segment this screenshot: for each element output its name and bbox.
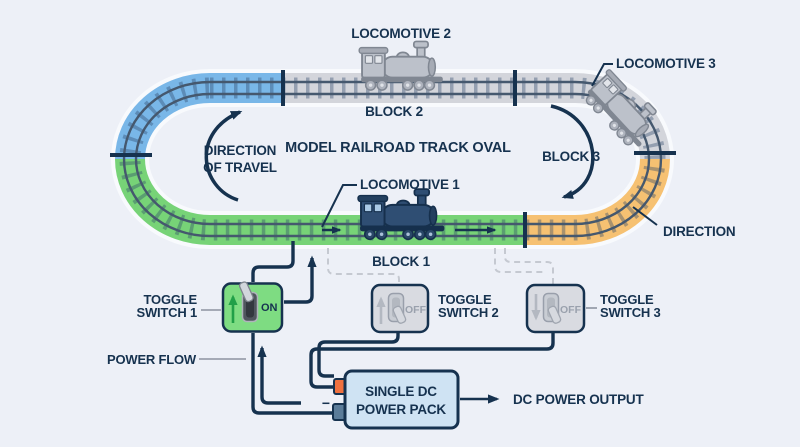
toggle-switch-1: TOGGLE SWITCH 1 ON: [136, 281, 284, 333]
power-pack-box: [343, 369, 460, 430]
wire-switch2-to-pack-plus: [317, 333, 400, 378]
toggle-switch-3: OFF TOGGLE SWITCH 3: [525, 283, 661, 334]
block1-feeder-dashed: [327, 248, 400, 284]
toggle-lever-icon: [238, 281, 259, 323]
block3-feeder-dashed: [504, 248, 554, 284]
direction-of-travel-line1: DIRECTION: [204, 143, 276, 158]
direction-of-travel-line2: OF TRAVEL: [203, 160, 277, 175]
dc-power-output-label: DC POWER OUTPUT: [513, 392, 644, 407]
block-boundary-ticks: [110, 70, 676, 248]
track-ties: [119, 77, 666, 241]
band-block-3: [525, 158, 670, 245]
diagram-title: MODEL RAILROAD TRACK OVAL: [285, 140, 511, 156]
toggle-switch-2-label-line2: SWITCH 2: [438, 305, 499, 320]
wire-track-to-switch1: [251, 241, 295, 282]
wire-switch3-to-pack-plus: [309, 333, 555, 389]
direction-right-leader: [632, 206, 658, 226]
toggle-switch-2-state: OFF: [405, 304, 427, 316]
band-blue-section: [115, 73, 283, 160]
locomotive-3-leader: [591, 63, 613, 87]
direction-right-label: DIRECTION: [663, 224, 735, 239]
toggle-switch-2: OFF TOGGLE SWITCH 2: [370, 283, 499, 334]
toggle-switch-3-label-line2: SWITCH 3: [600, 305, 661, 320]
toggle-switch-2-label-line1: TOGGLE: [438, 292, 492, 307]
locomotive-3-label: LOCOMOTIVE 3: [616, 56, 716, 71]
block-2-label: BLOCK 2: [365, 104, 423, 119]
block3-feeder-dashed: [494, 248, 545, 273]
locomotive-1-leader: [321, 184, 357, 228]
toggle-switch-3-state: OFF: [560, 304, 582, 316]
wire-switch1-to-pack-minus: [251, 333, 333, 415]
band-block-1: [115, 158, 525, 245]
minus-sign: −: [322, 395, 330, 411]
block-1-label: BLOCK 1: [372, 254, 431, 269]
direction-arc-left: [204, 110, 243, 202]
power-pack-label-line1: SINGLE DC: [365, 384, 437, 399]
toggle-lever-icon: [387, 292, 407, 324]
power-pack-label-line2: POWER PACK: [356, 402, 446, 417]
power-flow-label: POWER FLOW: [107, 352, 197, 367]
power-flow-arrow: [257, 345, 301, 405]
locomotive-2-label: LOCOMOTIVE 2: [351, 26, 451, 41]
toggle-lever-icon: [542, 292, 562, 324]
toggle-switch-1-label-line2: SWITCH 1: [136, 305, 197, 320]
toggle-switch-1-state: ON: [261, 302, 278, 314]
toggle-switch-1-label-line1: TOGGLE: [144, 292, 198, 307]
locomotive-1-label: LOCOMOTIVE 1: [360, 177, 460, 192]
wire-switch1-to-track-arrow: [284, 255, 317, 304]
toggle-switch-3-label-line1: TOGGLE: [600, 292, 654, 307]
direction-arc-right: [550, 104, 595, 199]
power-pack: SINGLE DC POWER PACK −: [322, 369, 460, 430]
block-3-label: BLOCK 3: [542, 149, 601, 164]
